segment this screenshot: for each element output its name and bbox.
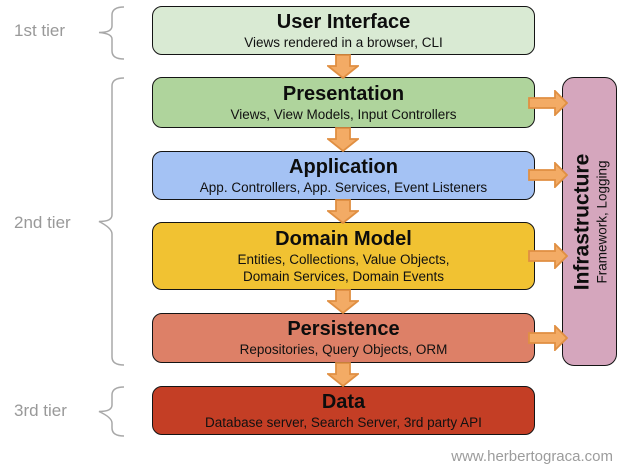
layer-box-data: Data Database server, Search Server, 3rd… bbox=[152, 386, 535, 435]
layer-box-application: Application App. Controllers, App. Servi… bbox=[152, 151, 535, 200]
layer-title: Domain Model bbox=[275, 227, 412, 250]
layer-box-persistence: Persistence Repositories, Query Objects,… bbox=[152, 313, 535, 363]
brace-3rd-tier bbox=[98, 386, 125, 437]
infrastructure-inner: Infrastructure Framework, Logging bbox=[562, 77, 617, 366]
brace-2nd-tier bbox=[98, 77, 125, 366]
arrow-down-application-to-domain bbox=[327, 199, 359, 224]
layer-title: Persistence bbox=[287, 318, 400, 340]
arrow-down-domain-to-persistence bbox=[327, 289, 359, 314]
watermark-url: www.herbertograca.com bbox=[451, 448, 613, 465]
layer-subtitle: Database server, Search Server, 3rd part… bbox=[205, 414, 482, 430]
arrow-right-domain-to-infrastructure bbox=[528, 243, 568, 269]
layer-subtitle-line2: Domain Services, Domain Events bbox=[242, 268, 445, 284]
brace-1st-tier bbox=[98, 6, 125, 60]
infrastructure-box: Infrastructure Framework, Logging bbox=[562, 77, 617, 366]
arrow-right-application-to-infrastructure bbox=[528, 162, 568, 188]
layer-box-user-interface: User Interface Views rendered in a brows… bbox=[152, 6, 535, 55]
layer-subtitle: Repositories, Query Objects, ORM bbox=[239, 342, 448, 357]
layer-subtitle: Entities, Collections, Value Objects, bbox=[237, 251, 450, 267]
infrastructure-subtitle: Framework, Logging bbox=[593, 159, 609, 284]
arrow-down-ui-to-presentation bbox=[327, 54, 359, 79]
layer-title: User Interface bbox=[276, 10, 411, 33]
layer-title: Presentation bbox=[282, 82, 405, 105]
arrow-down-presentation-to-application bbox=[327, 127, 359, 152]
tier-label-1st: 1st tier bbox=[14, 21, 66, 40]
tier-label-2nd: 2nd tier bbox=[14, 213, 71, 232]
layer-title: Data bbox=[321, 390, 366, 413]
layer-subtitle: Views, View Models, Input Controllers bbox=[230, 106, 457, 122]
arrow-down-persistence-to-data bbox=[327, 362, 359, 387]
arrow-right-presentation-to-infrastructure bbox=[528, 90, 568, 116]
arrow-right-persistence-to-infrastructure bbox=[528, 325, 568, 351]
tier-label-3rd: 3rd tier bbox=[14, 401, 67, 420]
layer-title: Application bbox=[289, 155, 398, 178]
layer-subtitle: Views rendered in a browser, CLI bbox=[244, 34, 443, 50]
infrastructure-title: Infrastructure bbox=[569, 153, 593, 290]
layer-box-presentation: Presentation Views, View Models, Input C… bbox=[152, 77, 535, 128]
layer-box-domain-model: Domain Model Entities, Collections, Valu… bbox=[152, 222, 535, 290]
layer-subtitle: App. Controllers, App. Services, Event L… bbox=[199, 179, 488, 195]
